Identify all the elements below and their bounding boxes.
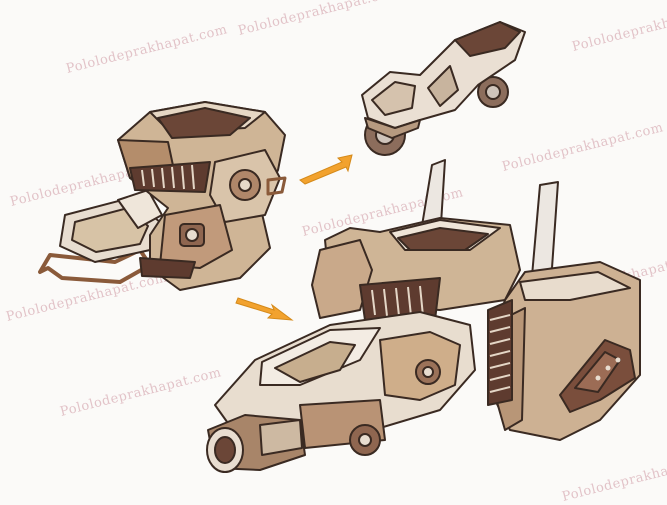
- transform-arrow-lower: [235, 297, 294, 321]
- small-hoverbike: [361, 21, 526, 156]
- mech-cockpit-module: [38, 101, 287, 291]
- transform-arrow-upper: [299, 154, 353, 185]
- assembled-gunship: [206, 159, 641, 473]
